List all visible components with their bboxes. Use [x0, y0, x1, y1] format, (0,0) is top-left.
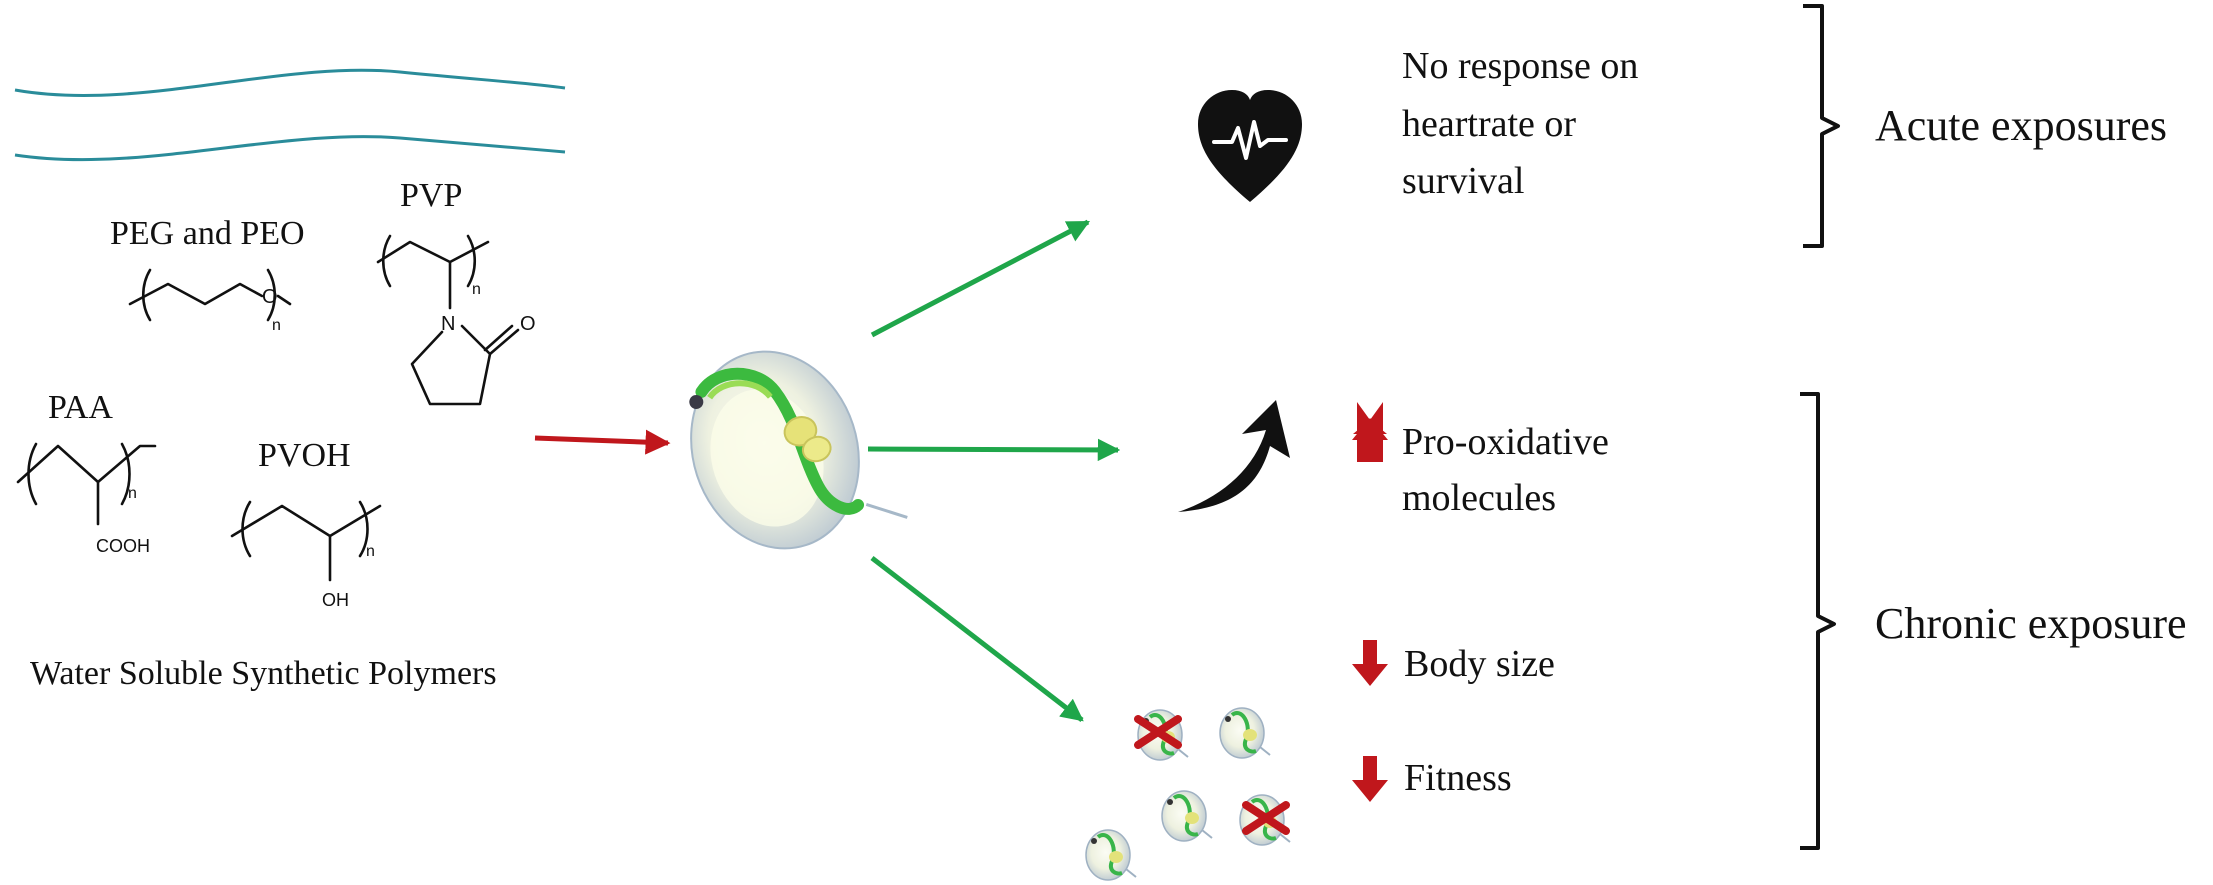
oxidative-outcome-line-1: Pro-oxidative [1402, 421, 1609, 463]
offspring-daphnia-3 [1160, 789, 1214, 843]
acute-bracket [1803, 4, 1840, 248]
chronic-bracket [1800, 392, 1836, 850]
pvp-nitrogen-atom: N [441, 313, 455, 335]
offspring-daphnia-5 [1084, 828, 1138, 882]
pvoh-label: PVOH [258, 437, 351, 474]
peg-peo-label: PEG and PEO [110, 215, 305, 252]
decrease-arrow-icon [1352, 756, 1388, 802]
curved-up-arrow-icon [1178, 400, 1290, 512]
oxidative-outcome-line-2: molecules [1402, 477, 1556, 519]
paa-label: PAA [48, 389, 113, 426]
pvp-oxygen-atom: O [520, 313, 536, 335]
peg-subscript-n: n [272, 317, 281, 334]
polymers-caption: Water Soluble Synthetic Polymers [30, 655, 497, 692]
heart-pulse-icon [1198, 90, 1302, 202]
paa-structure: n COOH [16, 442, 157, 556]
body-size-outcome: Body size [1404, 643, 1555, 685]
decrease-arrow-icon [1352, 640, 1388, 686]
daphnia-icon [689, 350, 908, 550]
pvp-label: PVP [400, 177, 462, 214]
pvoh-structure: n OH [230, 500, 382, 610]
acute-effect-arrow [870, 219, 1090, 338]
pvp-subscript-n: n [472, 281, 481, 298]
offspring-group [1084, 706, 1292, 882]
acute-outcome-line-2: heartrate or [1402, 103, 1576, 145]
pvoh-subscript-n: n [366, 543, 375, 560]
peg-structure: O n [128, 268, 292, 334]
water-wave-top [14, 68, 566, 97]
pvp-structure: n N O [376, 234, 536, 406]
offspring-daphnia-2 [1218, 706, 1272, 760]
chronic-exposure-label: Chronic exposure [1875, 599, 2187, 648]
acute-outcome-line-1: No response on [1402, 45, 1638, 87]
increase-arrowhead-full [1352, 418, 1388, 462]
exposure-arrow [534, 429, 671, 455]
oxidative-effect-arrow [867, 438, 1121, 462]
acute-exposures-label: Acute exposures [1875, 101, 2167, 150]
water-wave-bottom [14, 135, 566, 162]
paa-subscript-n: n [128, 485, 137, 502]
acute-outcome-line-3: survival [1402, 160, 1524, 202]
population-effect-arrow [870, 556, 1084, 722]
paa-cooh-group: COOH [96, 536, 150, 556]
pvoh-oh-group: OH [322, 590, 349, 610]
fitness-outcome: Fitness [1404, 757, 1512, 799]
